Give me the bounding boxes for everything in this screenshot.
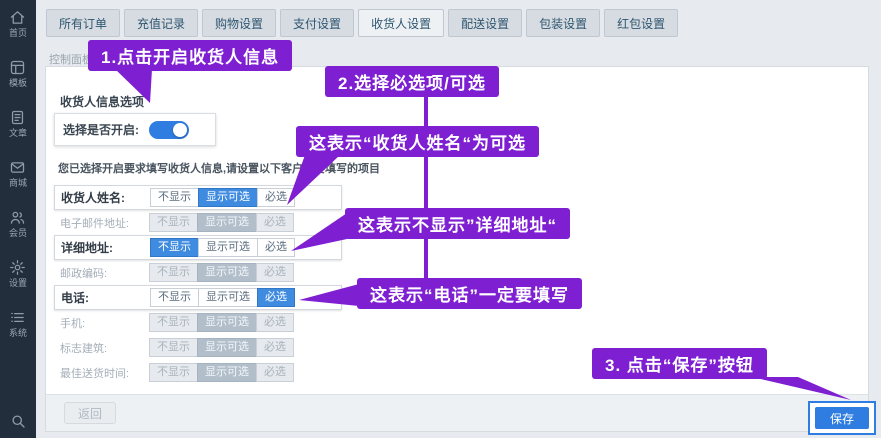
sidebar-item-mall[interactable]: 商城 bbox=[9, 159, 27, 188]
option-row-name: 收货人姓名: 不显示显示可选必选 bbox=[54, 185, 342, 210]
tab-redpacket[interactable]: 红包设置 bbox=[604, 9, 679, 37]
option-row-email: 电子邮件地址: 不显示显示可选必选 bbox=[54, 210, 342, 235]
sidebar-item-home[interactable]: 首页 bbox=[9, 9, 27, 38]
row-label: 详细地址: bbox=[61, 241, 113, 255]
tab-orders[interactable]: 所有订单 bbox=[46, 9, 121, 37]
save-button-highlight-box: 保存 bbox=[808, 401, 876, 435]
sidebar-item-label: 商城 bbox=[8, 178, 27, 188]
segment-option-optional[interactable]: 显示可选 bbox=[198, 238, 258, 257]
sidebar-item-label: 系统 bbox=[8, 328, 27, 338]
segment-option-hide: 不显示 bbox=[149, 363, 198, 382]
callout-note-address: 这表示不显示”详细地址“ bbox=[345, 208, 570, 239]
sidebar-item-label: 模板 bbox=[8, 78, 27, 88]
row-label: 电话: bbox=[61, 291, 89, 305]
tab-delivery[interactable]: 配送设置 bbox=[448, 9, 523, 37]
sidebar: 首页模板文章商城会员设置系统 bbox=[0, 0, 36, 438]
option-row-address: 详细地址: 不显示显示可选必选 bbox=[54, 235, 342, 260]
sidebar-item-template[interactable]: 模板 bbox=[9, 59, 27, 88]
segmented-control: 不显示显示可选必选 bbox=[150, 188, 295, 207]
segment-option-optional: 显示可选 bbox=[197, 363, 257, 382]
tab-bar: 所有订单充值记录购物设置支付设置收货人设置配送设置包装设置红包设置 bbox=[46, 9, 679, 37]
callout-step2: 2.选择必选项/可选 bbox=[325, 66, 499, 97]
home-icon bbox=[11, 11, 25, 24]
segmented-control: 不显示显示可选必选 bbox=[149, 363, 294, 382]
callout-step3: 3. 点击“保存”按钮 bbox=[592, 348, 767, 379]
row-label: 邮政编码: bbox=[60, 267, 108, 280]
tab-payment[interactable]: 支付设置 bbox=[280, 9, 355, 37]
row-label: 电子邮件地址: bbox=[60, 217, 130, 230]
segment-option-hide: 不显示 bbox=[149, 313, 198, 332]
tab-shopping[interactable]: 购物设置 bbox=[202, 9, 277, 37]
segment-option-required[interactable]: 必选 bbox=[257, 188, 295, 207]
segment-option-optional: 显示可选 bbox=[197, 263, 257, 282]
sidebar-item-settings[interactable]: 设置 bbox=[9, 259, 27, 288]
row-label: 标志建筑: bbox=[60, 342, 108, 355]
callout-step1: 1.点击开启收货人信息 bbox=[88, 40, 293, 71]
option-row-phone: 电话: 不显示显示可选必选 bbox=[54, 285, 342, 310]
segment-option-hide: 不显示 bbox=[149, 338, 198, 357]
search-icon bbox=[12, 415, 25, 428]
segment-option-required: 必选 bbox=[256, 213, 294, 232]
segment-option-required: 必选 bbox=[256, 338, 294, 357]
panel-footer: 返回 bbox=[46, 394, 868, 431]
breadcrumb: 控制面板 bbox=[49, 54, 93, 66]
segment-option-required[interactable]: 必选 bbox=[257, 288, 295, 307]
segmented-control: 不显示显示可选必选 bbox=[149, 213, 294, 232]
option-row-delivery_time: 最佳送货时间: 不显示显示可选必选 bbox=[54, 360, 342, 385]
sidebar-item-label: 设置 bbox=[8, 278, 27, 288]
segment-option-optional[interactable]: 显示可选 bbox=[198, 288, 258, 307]
template-icon bbox=[11, 60, 25, 75]
member-icon bbox=[11, 211, 25, 224]
segmented-control: 不显示显示可选必选 bbox=[150, 238, 295, 257]
segmented-control: 不显示显示可选必选 bbox=[150, 288, 295, 307]
segment-option-hide: 不显示 bbox=[149, 213, 198, 232]
enable-toggle[interactable] bbox=[149, 120, 189, 139]
option-row-zipcode: 邮政编码: 不显示显示可选必选 bbox=[54, 260, 342, 285]
callout-note-name: 这表示“收货人姓名“为可选 bbox=[296, 126, 539, 157]
sidebar-item-label: 首页 bbox=[8, 28, 27, 38]
segment-option-optional[interactable]: 显示可选 bbox=[198, 188, 258, 207]
sidebar-item-article[interactable]: 文章 bbox=[9, 109, 27, 138]
tab-consignee[interactable]: 收货人设置 bbox=[358, 9, 445, 37]
segment-option-required: 必选 bbox=[256, 363, 294, 382]
segment-option-required: 必选 bbox=[256, 313, 294, 332]
sidebar-item-label: 会员 bbox=[8, 228, 27, 238]
segment-option-hide[interactable]: 不显示 bbox=[150, 188, 199, 207]
toggle-knob bbox=[173, 122, 187, 137]
section-title: 收货人信息选项 bbox=[60, 95, 145, 109]
settings-icon bbox=[10, 260, 26, 275]
segment-option-optional: 显示可选 bbox=[197, 338, 257, 357]
sidebar-item-system[interactable]: 系统 bbox=[9, 309, 27, 338]
toggle-label: 选择是否开启: bbox=[63, 123, 139, 137]
tab-recharge[interactable]: 充值记录 bbox=[124, 9, 199, 37]
sidebar-item-member[interactable]: 会员 bbox=[9, 209, 27, 238]
row-label: 最佳送货时间: bbox=[60, 367, 130, 380]
segment-option-hide: 不显示 bbox=[149, 263, 198, 282]
segmented-control: 不显示显示可选必选 bbox=[149, 263, 294, 282]
segment-option-hide[interactable]: 不显示 bbox=[150, 238, 199, 257]
instruction-text: 您已选择开启要求填写收货人信息,请设置以下客户需要填写的项目 bbox=[58, 163, 381, 175]
article-icon bbox=[12, 110, 24, 125]
back-button[interactable]: 返回 bbox=[64, 402, 116, 424]
segmented-control: 不显示显示可选必选 bbox=[149, 338, 294, 357]
sidebar-search-button[interactable] bbox=[9, 412, 27, 430]
option-rows: 收货人姓名:不显示显示可选必选电子邮件地址:不显示显示可选必选详细地址:不显示显… bbox=[54, 185, 342, 385]
row-label: 收货人姓名: bbox=[61, 191, 125, 205]
callout-note-phone: 这表示“电话”一定要填写 bbox=[357, 278, 582, 309]
enable-toggle-box: 选择是否开启: bbox=[54, 113, 216, 146]
option-row-mobile: 手机: 不显示显示可选必选 bbox=[54, 310, 342, 335]
mall-icon bbox=[11, 162, 25, 173]
segment-option-required: 必选 bbox=[256, 263, 294, 282]
segment-option-optional: 显示可选 bbox=[197, 213, 257, 232]
save-button[interactable]: 保存 bbox=[815, 407, 869, 429]
segmented-control: 不显示显示可选必选 bbox=[149, 313, 294, 332]
tab-packaging[interactable]: 包装设置 bbox=[526, 9, 601, 37]
segment-option-hide[interactable]: 不显示 bbox=[150, 288, 199, 307]
system-icon bbox=[11, 312, 25, 323]
sidebar-item-label: 文章 bbox=[8, 128, 27, 138]
segment-option-required[interactable]: 必选 bbox=[257, 238, 295, 257]
option-row-landmark: 标志建筑: 不显示显示可选必选 bbox=[54, 335, 342, 360]
segment-option-optional: 显示可选 bbox=[197, 313, 257, 332]
row-label: 手机: bbox=[60, 317, 86, 330]
